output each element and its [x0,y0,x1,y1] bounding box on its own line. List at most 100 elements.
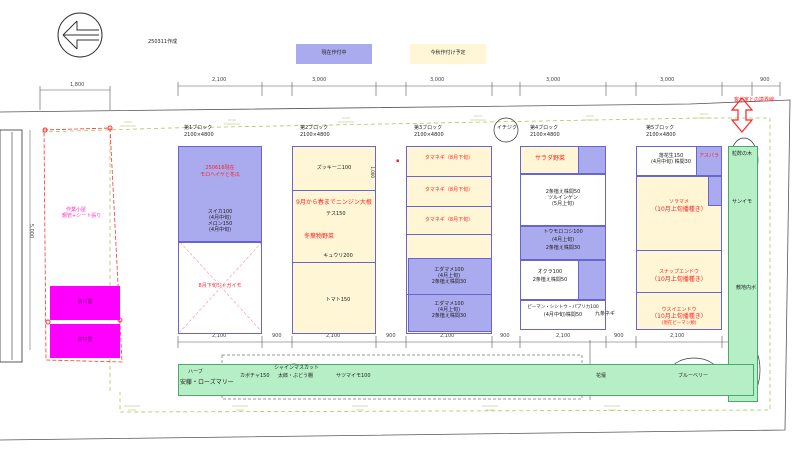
bottom-grape2: 太郎・ぶどう棚 [278,373,314,379]
block5-side-accent [708,176,722,206]
block1-crop4: (4月中旬) [208,227,232,233]
right-mulch: 敷地内ボ [736,285,757,291]
block3-edamame2-b: (4月上旬) [437,307,461,313]
block1-crop1: スイカ100 [207,209,233,215]
bottom-blueberry: ブルーベリー [678,373,709,379]
block2-line2 [292,262,376,263]
block2-line1 [292,190,376,191]
block5-bottom [636,176,722,330]
right-sanitation: サンイモ [732,199,753,205]
bottom-herb2: 安藤・ローズマリー [180,379,234,386]
dim-bottom-7: 2,100 [556,333,571,339]
block1-title: 第1ブロック [184,125,213,131]
left-mag1: 資材置 [77,299,93,305]
dim-top-3: 3,000 [430,77,445,83]
block3-line1 [406,176,492,177]
right-tree: 粒酢の木 [732,151,753,157]
date-label: 250311作成 [148,39,178,45]
block1-size: 2100×4800 [184,132,214,138]
block2-tomato: トマト150 [325,297,351,303]
block4-corn2: (4月上旬) [551,237,575,243]
block2-leafy: 冬葉物野菜 [304,233,335,240]
block2-title: 第2ブロック [300,125,329,131]
block4-pepper [520,300,606,330]
block2-test: テス150 [326,211,346,217]
block4-pepper1: ピーマン・シシトウ・パプリカ100 [527,305,599,310]
block4-pepper2: (4月中旬)株間50 [543,312,583,318]
block5-sub: (現在ピーマン類) [661,321,697,326]
dim-top-1: 2,100 [212,77,227,83]
legend-planned-label: 今秋作付け予定 [430,50,466,56]
block4-title: 第4ブロック [530,125,559,131]
left-shed1: 作業小屋 [66,207,87,213]
block3-edamame-block [408,258,492,332]
dim-bottom-5: 2,100 [440,333,455,339]
block4-r1: 2条植え株間50 [545,189,581,195]
dim-bottom-2: 900 [272,333,282,339]
legend-current-label: 現在作付中 [321,50,347,56]
block5-title: 第5ブロック [646,125,675,131]
block5-red6: （10月上旬播種き） [651,313,707,320]
block2-note-red: 9月から春までニンジン大根 [296,199,372,206]
block1-crop2: (4月中旬) [208,215,232,221]
dim-top-5: 3,000 [660,77,675,83]
block3-edamame1-a: エダマメ100 [434,267,464,273]
left-magenta-block-2 [50,324,120,358]
block3-vertical-note: ▪ [396,158,400,164]
bottom-flower: 花壇 [596,373,607,379]
bottom-sweet-potato: サツマイモ100 [336,373,371,379]
block3-size: 2100×4800 [414,132,444,138]
block5-red3: スナップエンドウ [658,269,699,275]
block3-onion3: タマネギ（8月下旬） [424,217,474,223]
block1-top [178,146,262,242]
block3-edamame2-a: エダマメ100 [434,301,464,307]
block1-note2: モロヘイヤと冬瓜 [200,172,240,178]
block1-crop3: メロン150 [207,221,233,227]
block3-line4 [406,294,492,295]
block4-corn1: トウモロコシ100 [543,229,583,235]
block3-edamame1-b: (4月上旬) [437,273,461,279]
dim-top-4: 3,000 [546,77,561,83]
block5-label1: 落花生150 [658,153,684,159]
block3-line3 [406,234,492,235]
block1-bottom-note: 8月下旬ジャガイモ [198,283,242,289]
left-mag2: 資材置 [77,337,93,343]
dim-bottom-1: 2,100 [212,333,227,339]
block5-line1 [636,250,722,251]
block2-size: 2100×4800 [300,132,330,138]
block5-red4: （10月上旬播種き） [651,276,707,283]
left-magenta-block-1 [50,286,120,320]
left-shed2: 鋼管+シート張り [62,213,102,219]
bottom-grape1: シャインマスカット [274,365,320,371]
block4-corn [520,226,606,260]
bottom-kabocha: カボチャ150 [240,373,270,379]
dim-bottom-6: 900 [500,333,510,339]
block3-title: 第3ブロック [414,125,443,131]
right-boundary-note: 客が家との境界線 [734,97,774,103]
right-green-strip [728,146,758,402]
north-arrow-icon [57,12,103,58]
block4-okra1: オクラ100 [537,269,563,275]
block1-note1: 250616現在 [205,165,235,171]
dim-bottom-9: 2,100 [670,333,685,339]
block3-onion1: タマネギ（8月下旬） [424,155,474,161]
block4-mid [520,174,606,226]
dim-left-top: 1,800 [70,82,85,88]
dim-bottom-4: 900 [386,333,396,339]
legend-planned [410,44,486,64]
block4-side: 九条ネギ [595,311,616,317]
legend-current [296,44,372,64]
block4-salad: サラダ野菜 [534,155,565,162]
dim-top-2: 3,000 [312,77,327,83]
block4-r3: (5月上旬) [551,201,575,207]
block5-asparagus [696,146,722,176]
block5-asparagus-label: アスパラ [699,153,720,159]
block4-top-accent [578,146,606,174]
dim-bottom-3: 2,100 [326,333,341,339]
block3-edamame2-c: 2条植え株間30 [431,313,467,319]
block4-okra-accent [578,260,606,300]
block2-zucchini: ズッキーニ100 [316,165,352,171]
block4-size: 2100×4800 [530,132,560,138]
block5-red1: ソラマメ [668,199,689,205]
block2-side-dim: 1,000 [369,166,375,178]
